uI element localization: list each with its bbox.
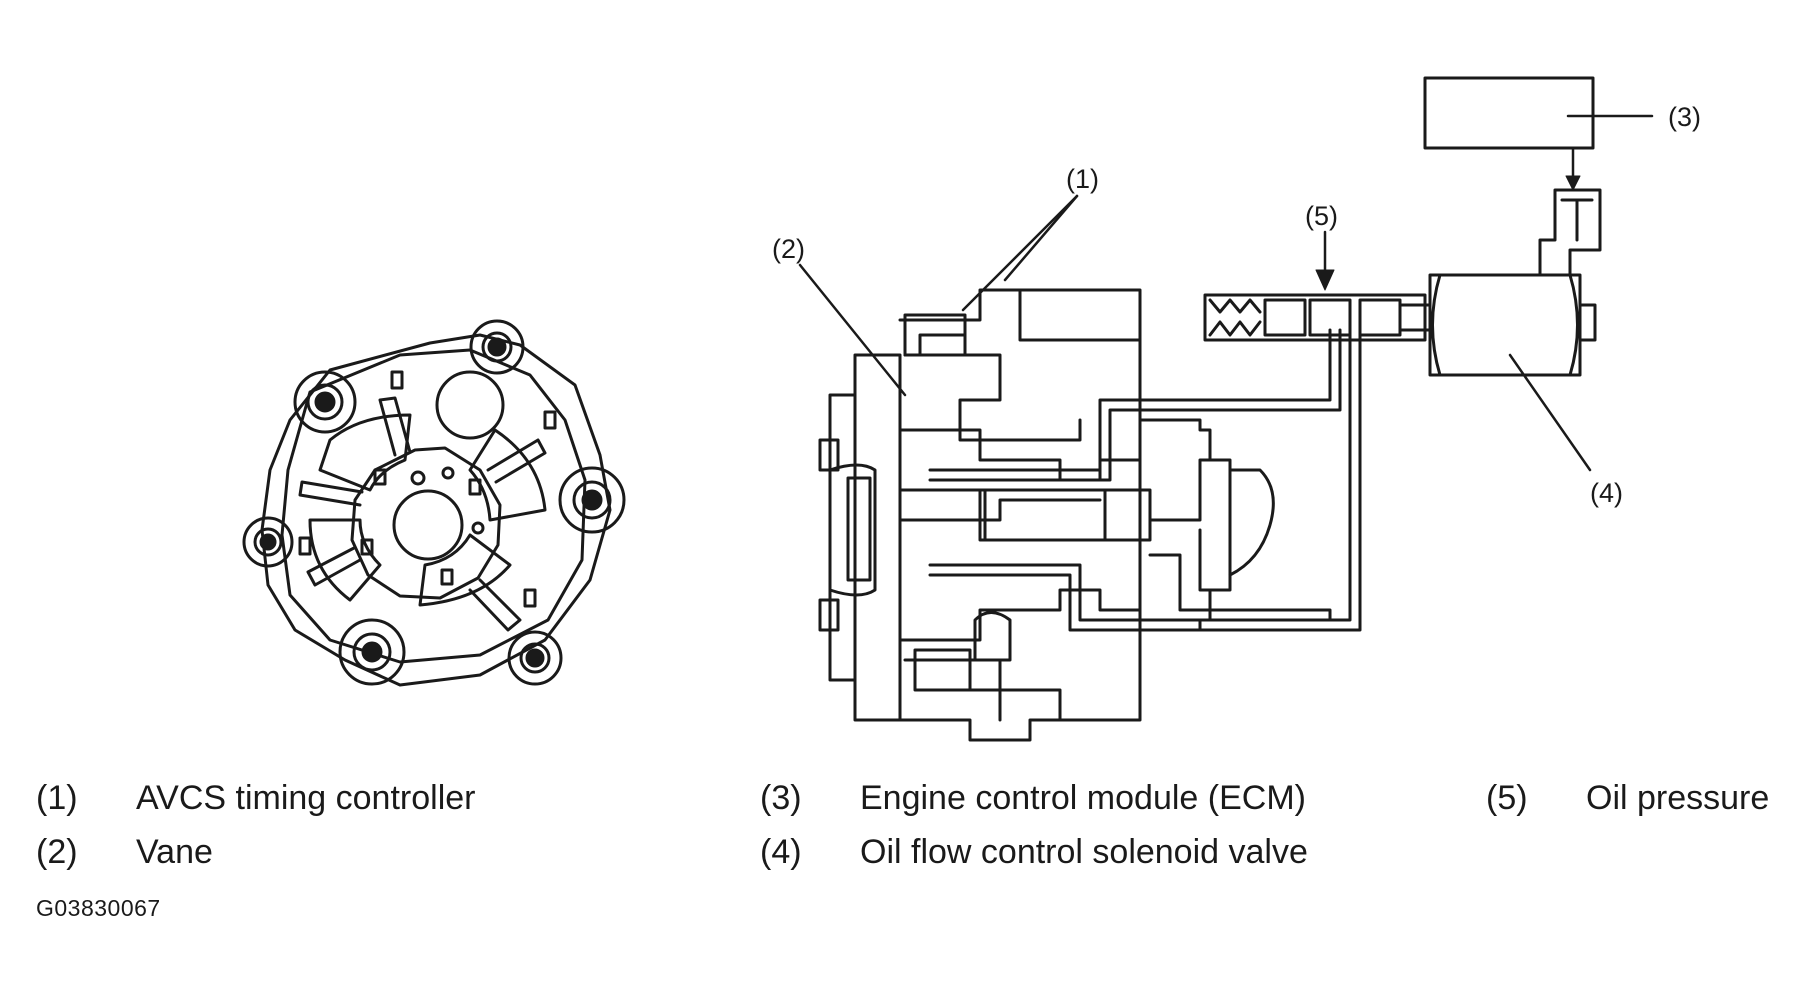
ecm-box	[1423, 76, 1595, 150]
legend-label: Engine control module (ECM)	[860, 779, 1306, 817]
legend-number: (1)	[36, 779, 78, 817]
timing-controller-front-view	[242, 319, 626, 687]
callout-4: (4)	[1590, 478, 1623, 508]
callout-5: (5)	[1305, 201, 1338, 231]
callout-2: (2)	[772, 234, 805, 264]
arrow-ecm-to-solenoid	[1565, 175, 1581, 191]
leader-lines	[798, 114, 1654, 472]
timing-controller-cross-section	[818, 288, 1362, 742]
oil-flow-control-solenoid-valve	[1203, 188, 1602, 377]
vane-rotor	[298, 370, 557, 632]
bolt-lug	[242, 516, 294, 568]
figure-code: G03830067	[36, 895, 161, 921]
legend-label: AVCS timing controller	[136, 779, 476, 817]
bolt-lug	[293, 370, 357, 434]
bolt-lug	[338, 618, 406, 686]
legend-label: Vane	[136, 833, 213, 871]
legend-number: (5)	[1486, 779, 1528, 817]
legend-label: Oil pressure	[1586, 779, 1770, 817]
callout-3: (3)	[1668, 102, 1701, 132]
legend-label: Oil flow control solenoid valve	[860, 833, 1308, 871]
legend-number: (2)	[36, 833, 78, 871]
legend-number: (3)	[760, 779, 802, 817]
bolt-lug	[558, 466, 626, 534]
arrow-oil-pressure	[1315, 269, 1335, 291]
callout-1: (1)	[1066, 164, 1099, 194]
bolt-lug	[507, 630, 563, 686]
legend-number: (4)	[760, 833, 802, 871]
bolt-lug	[469, 319, 525, 375]
